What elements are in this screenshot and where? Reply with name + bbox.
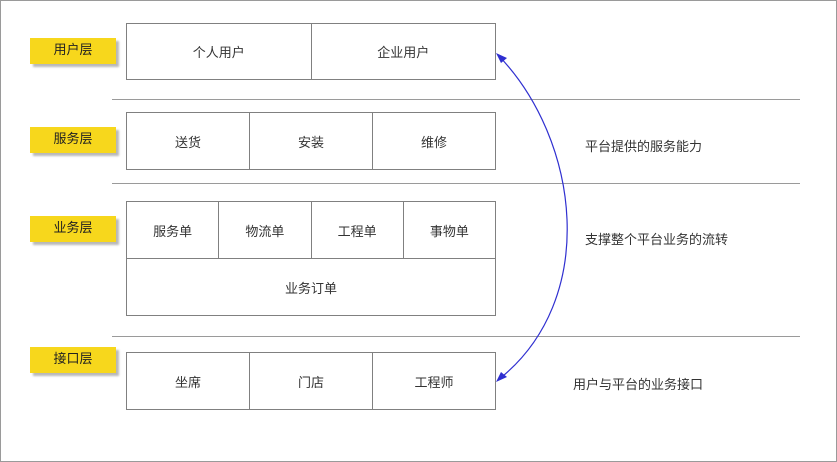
cell-engineer: 工程师: [414, 375, 454, 391]
cell-personal-user: 个人用户: [127, 24, 312, 79]
business-layer-order-row: 业务订单: [126, 258, 496, 316]
cell-business-order: 业务订单: [284, 281, 337, 297]
interface-layer-tag: 接口层: [30, 347, 116, 373]
cell-engineering-order: 工程单: [312, 202, 404, 258]
business-layer-orders-row: 服务单 物流单 工程单 事物单: [126, 201, 496, 259]
interface-layer-box: 坐席 门店 工程师: [126, 352, 496, 410]
business-layer-note: 支撑整个平台业务的流转: [585, 233, 729, 248]
separator-line: [112, 336, 800, 337]
service-layer-tag: 服务层: [30, 127, 116, 153]
separator-line: [112, 99, 800, 100]
cell-enterprise-user: 企业用户: [377, 46, 430, 61]
business-layer-tag: 业务层: [30, 216, 116, 242]
interface-layer-note: 用户与平台的业务接口: [573, 378, 704, 393]
cell-store: 门店: [250, 353, 373, 409]
service-layer-note: 平台提供的服务能力: [585, 140, 703, 155]
cell-agent-seat: 坐席: [127, 353, 250, 409]
cell-affairs-order: 事物单: [429, 224, 469, 240]
cell-logistics-order: 物流单: [219, 202, 312, 258]
cell-service-order: 服务单: [127, 202, 220, 258]
service-layer-box: 送货 安装 维修: [126, 112, 496, 170]
cell-delivery: 送货: [127, 113, 250, 169]
cell-installation: 安装: [250, 113, 373, 169]
cell-repair: 维修: [420, 135, 447, 151]
user-layer-box: 个人用户 企业用户: [126, 23, 496, 80]
separator-line: [112, 183, 800, 184]
user-layer-tag: 用户层: [30, 38, 116, 64]
